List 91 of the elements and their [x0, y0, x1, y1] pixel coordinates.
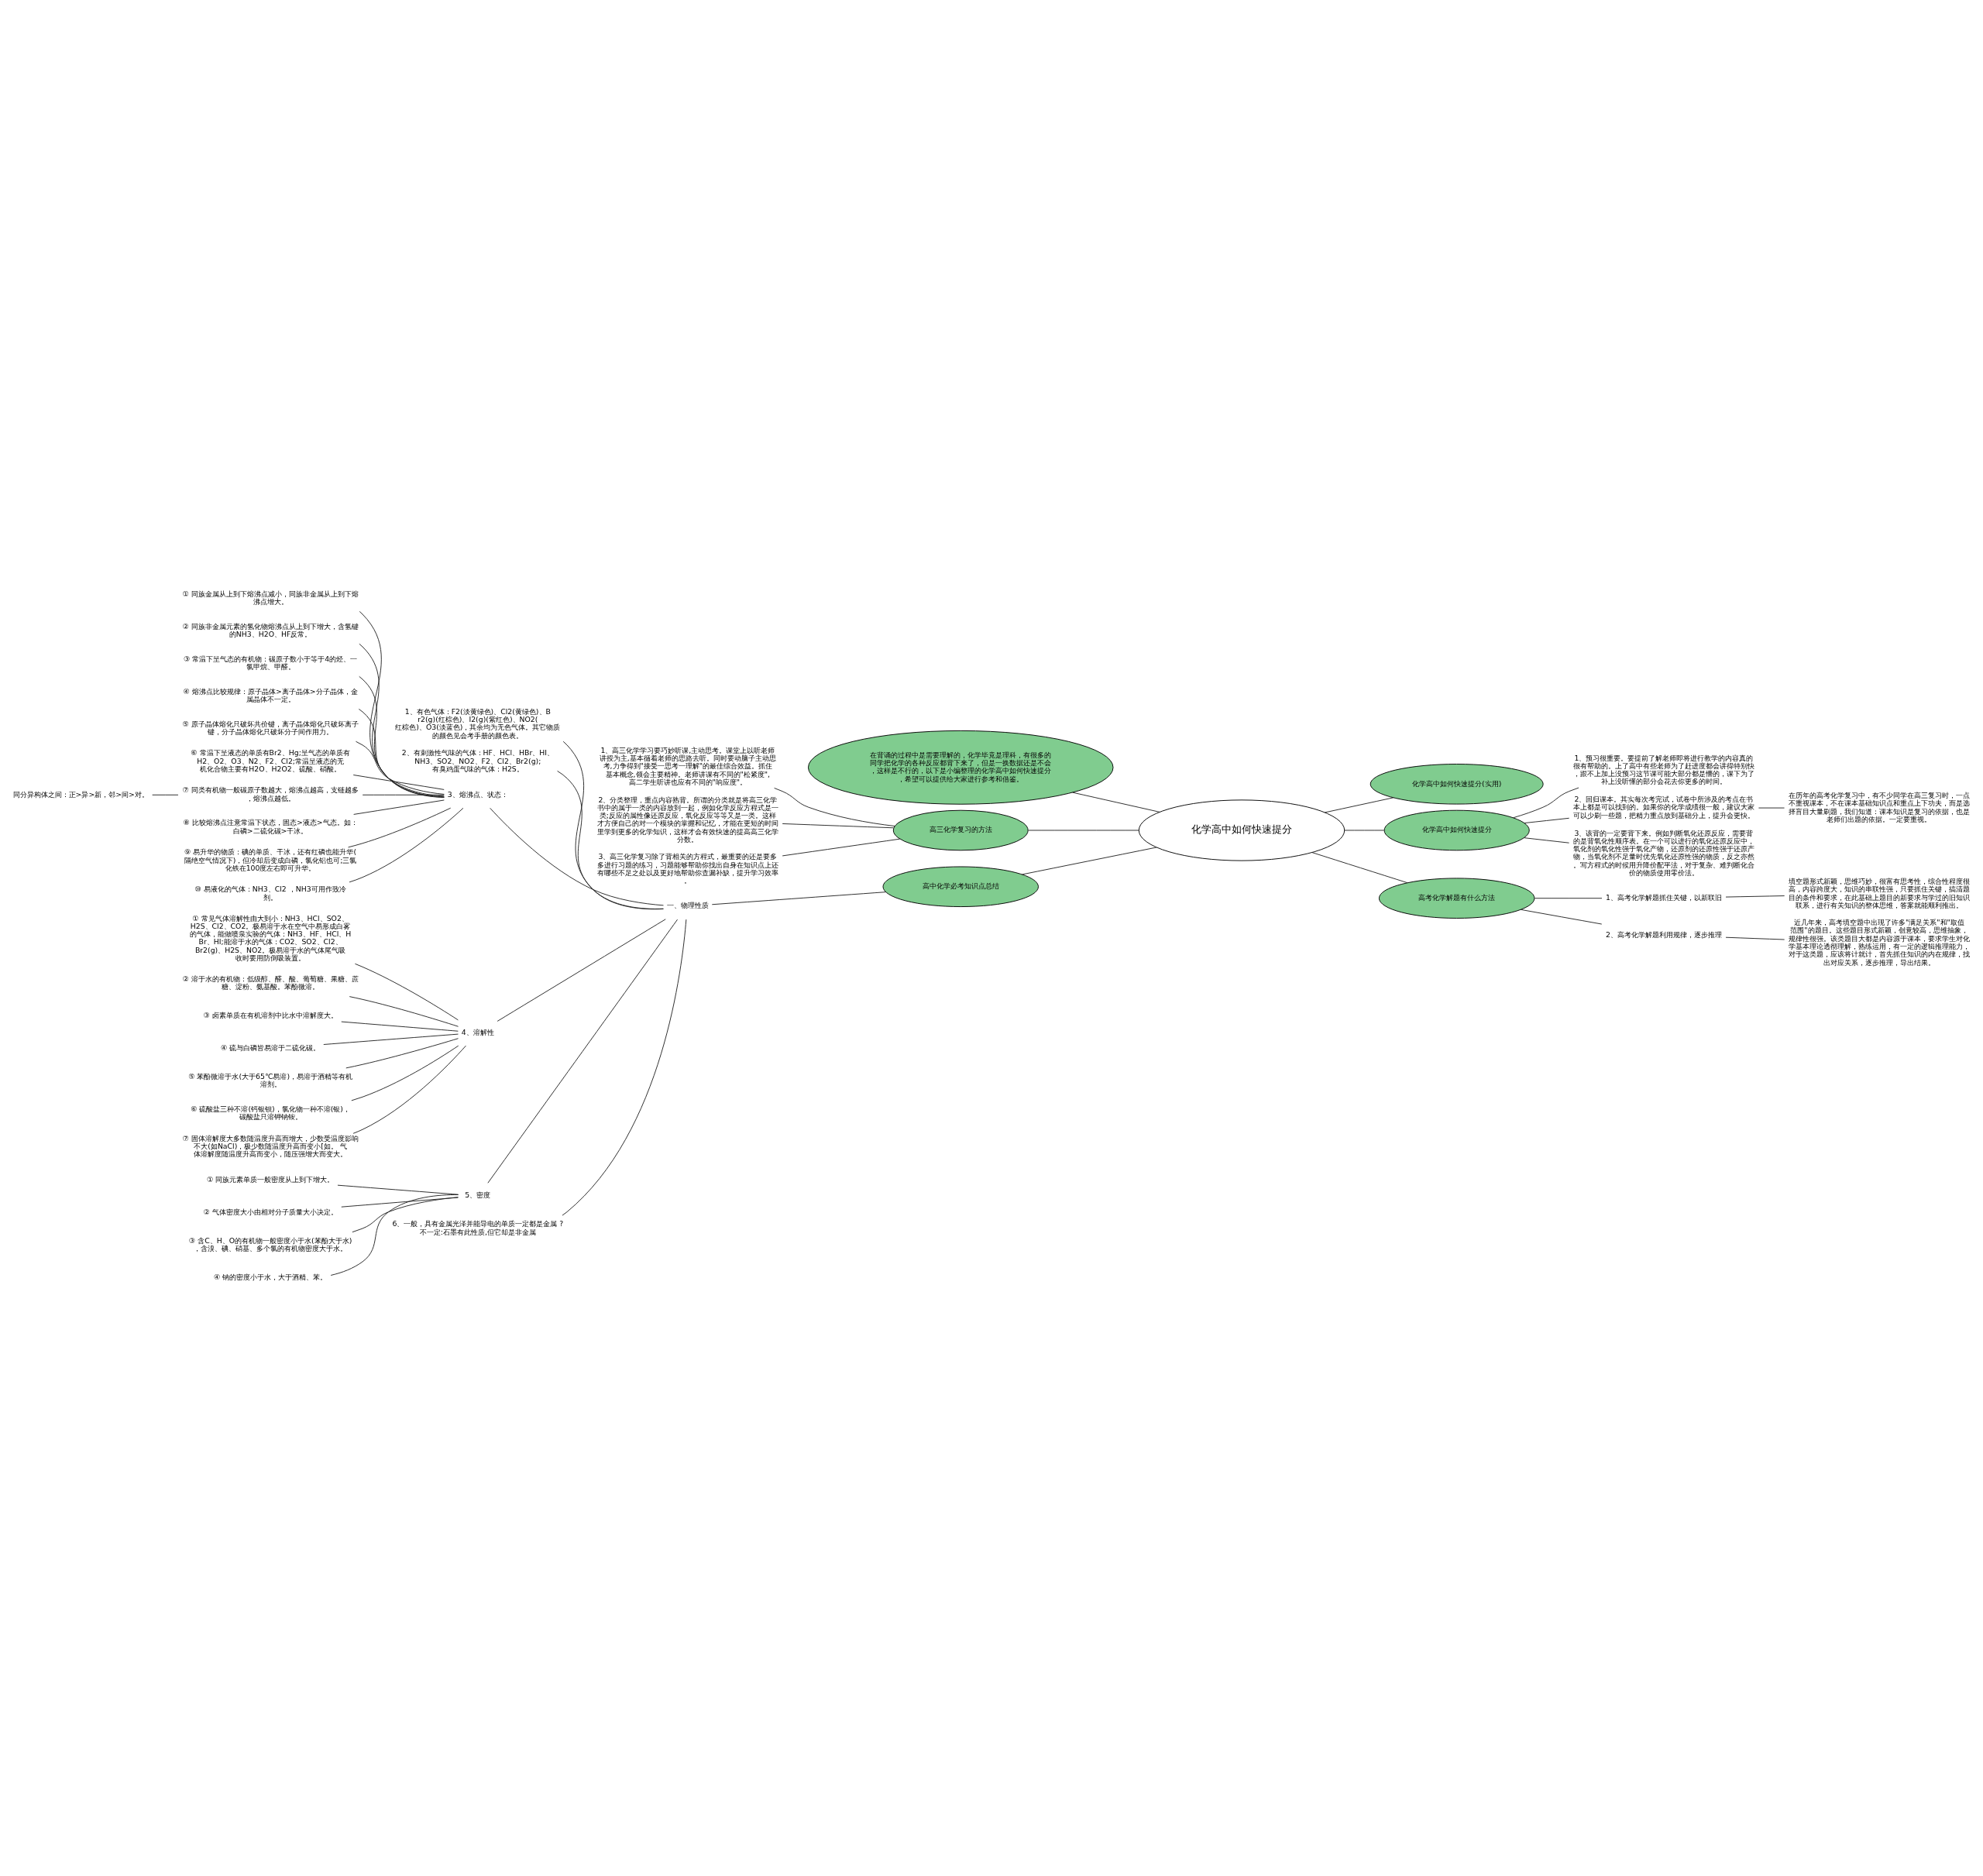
node-text: ③ 卤素单质在有机溶剂中比水中溶解度大。	[203, 1011, 338, 1020]
node-text: 2、分类整理，重点内容熟背。所谓的分类就是将高三化学书中的属于一类的内容放到一起，例如化学反应方程式是一类;反应的属性像还原反应，氧化反应等等又是一类。这样才方便自己的对一个模块的掌握和记忆，才能在更短的时间里学到更多的化学知识，这样才会有效快速的提高高三化学分数。	[596, 795, 778, 844]
connector	[497, 919, 666, 1022]
node-text: 2、高考化学解题利用规律，逐步推理	[1605, 929, 1722, 939]
node-ellipse: 化学高中如何快速提分	[1138, 799, 1345, 861]
connector	[487, 919, 678, 1184]
node-text: ④ 硫与白磷皆易溶于二硫化碳。	[220, 1043, 321, 1053]
connector	[774, 787, 895, 826]
connector	[341, 1021, 459, 1032]
connector	[490, 807, 664, 906]
connector	[359, 675, 445, 798]
node-text: 3、该背的一定要背下来。例如判断氧化还原反应，需要背的是背氧化性顺序表。在一个可以进行的氧化还原反应中，氧化剂的氧化性强于氧化产物，还原剂的还原性强于还原产物，当氧化剂不足量时优先氧化还原性强的物质，反之亦然。写方程式的时候用升降价配平法，对于复杂、难判断化合价的物质使用零价法。	[1572, 828, 1754, 877]
connector	[356, 740, 445, 795]
connector	[1513, 787, 1579, 819]
node-text: ⑥ 硫酸盐三种不溶(钙银钡)，氯化物一种不溶(银)，碳酸盐只溶钾钠铵。	[191, 1104, 351, 1122]
connector	[359, 611, 445, 798]
node-text: 1、高考化学解题抓住关键，以新联旧	[1605, 893, 1722, 902]
connector	[358, 708, 445, 797]
node-text: ⑤ 原子晶体熔化只破坏共价键，离子晶体熔化只破坏离子键，分子晶体熔化只破坏分子间作用力。	[182, 719, 359, 736]
connector	[353, 799, 445, 815]
connector	[1725, 936, 1785, 940]
node-text: ④ 熔沸点比较规律：原子晶体>离子晶体>分子晶体，金属晶体不一定。	[183, 686, 358, 703]
node-text: 3、高三化学复习除了背相关的方程式，最重要的还是要多多进行习题的练习，习题能够帮助你找出自身在知识点上还有哪些不足之处以及更好地帮助你查漏补缺，提升学习效率。	[596, 852, 778, 885]
node-ellipse: 在背诵的过程中是需要理解的，化学毕竟是理科，有很多的同学把化学的各种反应都背下来了，但是一换数据还是不会，这样是不行的，以下是小编整理的化学高中如何快速提分，希望可以提供给大家进行参考和借鉴。	[807, 730, 1114, 805]
connector	[1534, 898, 1603, 899]
connector	[1520, 909, 1603, 925]
node-text: 填空题形式新颖，思维巧妙，很富有思考性，综合性程度很高，内容跨度大，知识的串联性强，只要抓住关键，搞清题目的条件和要求，在此基础上题目的新要求与学过的旧知识联系，进行有关知识的整体思维，答案就能顺利推出。	[1788, 877, 1970, 909]
node-text: 1、预习很重要。要提前了解老师即将进行教学的内容真的很有帮助的。上了高中有些老师为了赶进度都会讲得特别快，跟不上加上没预习这节课可能大部分都是懵的，课下为了补上没听懂的部分会花去你更多的时间。	[1572, 753, 1754, 786]
node-text: ① 常见气体溶解性由大到小：NH3、HCl、SO2、H2S、Cl2、CO2。极易溶于水在空气中易形成白雾的气体，能做喷泉实验的气体：NH3、HF、HCl、HBr、HI;能溶于水的气体：CO2、SO2、Cl2、Br2(g)、H2S、NO2。极易溶于水的气体尾气吸收时要用防倒吸装置。	[189, 913, 352, 962]
connector	[782, 823, 895, 829]
connector	[362, 794, 445, 795]
connector	[348, 807, 452, 848]
connector	[352, 1045, 466, 1134]
node-text: ⑥ 常温下呈液态的单质有Br2、Hg;呈气态的单质有H2、O2、O3、N2、F2、Cl2;常温呈液态的无机化合物主要有H2O、H2O2、硫酸、硝酸。	[191, 748, 350, 773]
node-text: ③ 含C、H、O的有机物一般密度小于水(苯酚大于水)，含溴、碘、硝基、多个氯的有机物密度大于水。	[188, 1235, 352, 1252]
connector	[330, 1194, 459, 1276]
connector	[711, 892, 887, 905]
connector	[337, 1184, 459, 1195]
connector	[354, 963, 459, 1021]
node-text: ⑤ 苯酚微溶于水(大于65℃易溶)，易溶于酒精等有机溶剂。	[188, 1071, 353, 1089]
connector	[359, 643, 445, 798]
node-text: ⑨ 易升华的物质：碘的单质、干冰，还有红磷也能升华(隔绝空气情况下)，但冷却后变成白磷，氯化铝也可;三氯化铁在100度左右即可升华。	[184, 847, 357, 872]
connector	[351, 1045, 459, 1101]
node-text: ② 溶于水的有机物：低级醇、醛、酸、葡萄糖、果糖、蔗糖、淀粉、氨基酸。苯酚微溶。	[182, 974, 359, 991]
connector	[1524, 817, 1570, 824]
node-text: 同分异构体之间：正>异>新，邻>间>对。	[12, 789, 149, 799]
connector	[341, 1197, 459, 1208]
node-text: ③ 常温下呈气态的有机物：碳原子数小于等于4的烃、一氯甲烷、甲醛。	[183, 654, 358, 671]
node-text: ⑧ 比较熔沸点注意常温下状态，固态>液态>气态。如：白磷>二硫化碳>干冰。	[183, 818, 358, 835]
node-text: 2、回归课本。其实每次考完试，试卷中所涉及的考点在书本上都是可以找到的。如果你的化学成绩很一般，建议大家可以少刷一些题，把精力重点放到基础分上，提升会更快。	[1572, 795, 1754, 819]
node-text: 1、有色气体：F2(淡黄绿色)、Cl2(黄绿色)、Br2(g)(红棕色)、I2(g)(紫红色)、NO2(红棕色)、O3(淡蓝色)，其余均为无色气体。其它物质的颜色见会考手册的颜色表。	[395, 706, 561, 740]
connector	[352, 1197, 459, 1233]
node-ellipse: 高中化学必考知识点总结	[882, 866, 1039, 908]
connector	[1725, 895, 1785, 898]
connector	[1028, 830, 1139, 831]
node-ellipse: 高考化学解题有什么方法	[1378, 878, 1535, 919]
connector	[1022, 847, 1157, 875]
node-text: ② 气体密度大小由相对分子质量大小决定。	[203, 1207, 338, 1216]
node-text: 3、熔沸点、状态：	[447, 789, 508, 799]
node-text: 一、物理性质	[666, 901, 709, 910]
connector	[349, 807, 464, 883]
node-ellipse: 化学高中如何快速提分(实用)	[1370, 764, 1544, 805]
node-text: 6、一般，具有金属光泽并能导电的单质一定都是金属 ?不一定:石墨有此性质,但它却是非金属	[392, 1219, 564, 1236]
node-text: ⑦ 同类有机物一般碳原子数越大，熔沸点越高，支链越多，熔沸点越低。	[182, 785, 359, 802]
connector	[345, 1038, 459, 1069]
connector	[323, 1033, 459, 1045]
connector	[1324, 797, 1394, 813]
node-text: ⑦ 固体溶解度大多数随温度升高而增大，少数受温度影响不大(如NaCl)，极少数随温度升高而变小[如。 气体溶解度随温度升高而变小，随压强增大而变大。	[182, 1133, 359, 1159]
connector	[782, 838, 901, 857]
node-text: 4、溶解性	[461, 1027, 494, 1036]
node-text: 1、高三化学学习要巧妙听课,主动思考。课堂上以听老师讲授为主,基本循着老师的思路去听。同时要动脑子主动思考,力争得到"接受一思考一理解"的最佳综合效益。抓住基本概念,领会主要精神。老师讲课有不同的"松紧度",高二学生听讲也应有不同的"响应度"。	[599, 745, 776, 786]
node-text: 5、密度	[465, 1191, 491, 1200]
node-text: ① 同族金属从上到下熔沸点减小，同族非金属从上到下熔沸点增大。	[182, 589, 359, 606]
node-text: 2、有刺激性气味的气体：HF、HCl、HBr、HI、NH3、SO2、NO2、F2、Cl2、Br2(g);有臭鸡蛋气味的气体：H2S。	[401, 748, 555, 773]
node-text: ① 同族元素单质一般密度从上到下增大。	[206, 1174, 335, 1184]
node-text: ⑩ 易液化的气体：NH3、Cl2 ，NH3可用作致冷剂。	[194, 885, 346, 902]
connector	[562, 919, 687, 1216]
node-text: 近几年来，高考填空题中出现了许多"满足关系"和"取值范围"的题目。这些题目形式新颖，创意较高，思维抽象，规律性很强。该类题目大都是内容源于课本，要求学生对化学基本理论透彻理解，熟练运用，有一定的逻辑推理能力，对于这类题，应该将计就计，首先抓住知识的内在规律，找出对应关系，逐步推理，导出结果。	[1788, 918, 1970, 967]
node-text: 在历年的高考化学复习中，有不少同学在高三复习时，一点不重视课本，不在课本基础知识点和重点上下功夫，而是选择盲目大量刷题，我们知道：课本知识是复习的依据，也是老师们出题的依据。一定要重视。	[1788, 791, 1970, 823]
connector	[1524, 837, 1570, 844]
connector	[1072, 792, 1160, 813]
node-ellipse: 高三化学复习的方法	[892, 809, 1029, 851]
node-ellipse: 化学高中如何快速提分	[1383, 809, 1530, 851]
node-text: ④ 钠的密度小于水，大于酒精、苯。	[213, 1272, 328, 1281]
connector	[349, 996, 459, 1027]
connector	[557, 770, 664, 909]
connector	[152, 794, 179, 795]
connector	[352, 775, 445, 790]
node-text: ② 同族非金属元素的氢化物熔沸点从上到下增大，含氢键的NH3、H2O、HF反常。	[182, 621, 359, 638]
connector	[1344, 830, 1385, 831]
connector	[1311, 852, 1408, 884]
